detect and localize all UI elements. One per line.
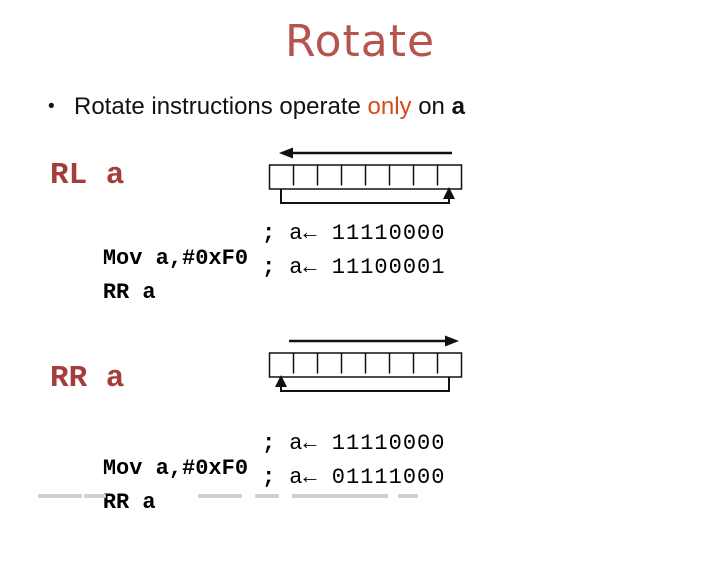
bullet-seg-a: a: [451, 93, 465, 120]
comment-semicolon: ;: [262, 255, 277, 280]
code-line: Mov a,#0xF0 ; a← 11110000: [50, 431, 445, 481]
instruction: RR a: [102, 280, 156, 305]
bullet-seg-only: only: [367, 93, 412, 120]
code-line: RR a ; a← 11100001: [50, 255, 445, 305]
bullet-line: • Rotate instructions operate only on a: [48, 93, 465, 121]
slide: { "slide": { "title": "Rotate", "bullet"…: [38, 16, 465, 515]
comment-semicolon: ;: [262, 465, 277, 490]
rotate-left-diagram: [268, 147, 463, 204]
rotate-right-diagram: [268, 335, 463, 392]
code-line: RR a ; a← 01111000: [50, 465, 445, 515]
rotate-left-wrap-line: [280, 189, 450, 204]
clipped-text-fragment: [84, 494, 106, 498]
register-cell-separators: [292, 165, 439, 186]
clipped-text-fragment: [198, 494, 242, 498]
rotate-left-arrowhead-icon: [279, 147, 293, 159]
bullet-icon: •: [48, 96, 55, 117]
bullet-text: Rotate instructions operate only on a: [74, 93, 465, 121]
bullet-seg-2: on: [411, 93, 452, 120]
clipped-text-fragment: [292, 494, 388, 498]
code-line: Mov a,#0xF0 ; a← 11110000: [50, 221, 445, 271]
code-block-rl: Mov a,#0xF0 ; a← 11110000 RR a ; a← 111000…: [50, 221, 445, 305]
register-cell-separators: [292, 353, 439, 374]
code-block-rr: Mov a,#0xF0 ; a← 11110000 RR a ; a← 011110…: [50, 431, 445, 515]
instruction: Mov a,#0xF0: [102, 246, 249, 271]
rotate-right-arrowhead-icon: [445, 335, 459, 347]
bullet-seg-1: Rotate instructions operate: [74, 93, 368, 120]
instruction: RR a: [102, 490, 156, 515]
comment-semicolon: ;: [262, 431, 277, 456]
instruction: Mov a,#0xF0: [102, 456, 249, 481]
comment-text: a← 11110000: [289, 431, 446, 456]
clipped-text-fragment: [38, 494, 82, 498]
section-heading-rl: RL a: [50, 158, 125, 193]
comment: ; a← 11100001: [262, 255, 445, 280]
rotate-right-wrap-arrowhead-icon: [275, 375, 287, 387]
clipped-text-fragment: [398, 494, 418, 498]
comment: ; a← 01111000: [262, 465, 445, 490]
comment-text: a← 01111000: [289, 465, 446, 490]
comment-text: a← 11110000: [289, 221, 446, 246]
comment-semicolon: ;: [262, 221, 277, 246]
rotate-left-wrap-arrowhead-icon: [443, 187, 455, 199]
clipped-text-fragment: [255, 494, 279, 498]
section-heading-rr: RR a: [50, 361, 125, 396]
comment: ; a← 11110000: [262, 221, 445, 246]
rotate-right-wrap-line: [280, 377, 450, 392]
comment-text: a← 11100001: [289, 255, 446, 280]
comment: ; a← 11110000: [262, 431, 445, 456]
slide-title: Rotate: [284, 16, 436, 67]
